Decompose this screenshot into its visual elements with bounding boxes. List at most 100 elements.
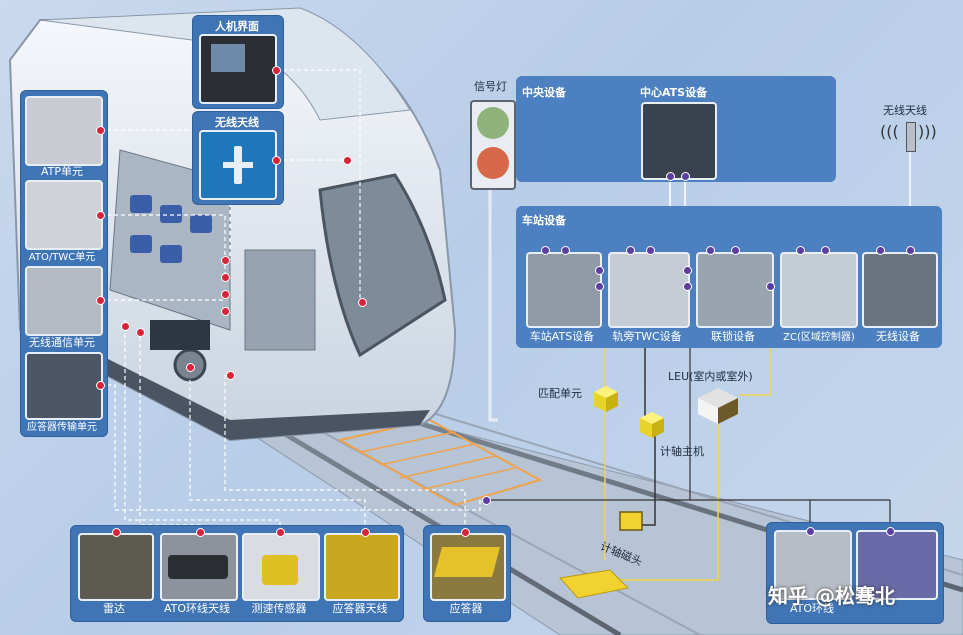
central-ats-port-2 [681, 172, 690, 181]
transponder-dot [461, 528, 470, 537]
central-ats-image [641, 102, 717, 180]
trackside-twc-image [608, 252, 690, 328]
interlocking-label: 联锁设备 [711, 330, 755, 343]
matching-unit-cube [594, 386, 618, 412]
radio-equipment-label: 无线设备 [876, 330, 920, 343]
radar-image [78, 533, 154, 601]
station-port-10 [906, 246, 915, 255]
station-equipment-label: 车站设备 [522, 214, 566, 227]
antenna-connector-dot [272, 156, 281, 165]
wayside-antenna-label: 无线天线 [883, 104, 927, 117]
transponder-antenna-dot [361, 528, 370, 537]
ato-loop-antenna-device [168, 555, 228, 579]
train-side-dot-4 [221, 307, 230, 316]
interlock-side-port [766, 282, 775, 291]
train-side-dot-1 [221, 256, 230, 265]
station-port-7 [796, 246, 805, 255]
transponder-tx-unit-image [25, 352, 103, 420]
watermark: 知乎 @松骞北 [768, 584, 895, 608]
twc-side-port-2 [595, 282, 604, 291]
hmi-screen [211, 44, 245, 72]
track-port-1 [482, 496, 491, 505]
hmi-connector-dot [272, 66, 281, 75]
transponder-label: 应答器 [449, 602, 483, 615]
ato-twc-unit-image [25, 180, 103, 250]
transponder-device [433, 547, 501, 577]
station-port-6 [731, 246, 740, 255]
central-ats-port-1 [666, 172, 675, 181]
ato-loop-label: ATO环线 [789, 602, 835, 615]
hmi-label: 人机界面 [215, 20, 259, 33]
ato-twc-unit-label: ATO/TWC单元 [28, 252, 96, 263]
ato-loop-image [774, 530, 852, 600]
twc-side-port-3 [683, 266, 692, 275]
speed-sensor-panel-dot [276, 528, 285, 537]
matching-unit-label: 匹配单元 [538, 387, 582, 400]
train-side-dot-3 [221, 290, 230, 299]
transponder-on-track [559, 569, 630, 599]
signal-light-label: 信号灯 [474, 80, 507, 93]
station-port-5 [706, 246, 715, 255]
speed-sensor-label: 测速传感器 [251, 602, 307, 615]
trackside-cables [485, 190, 891, 581]
transponder-image [430, 533, 506, 601]
atp-unit-image [25, 96, 103, 166]
radio-comm-unit-label: 无线通信单元 [29, 336, 95, 349]
bogie-dot-1 [121, 322, 130, 331]
zc-image [780, 252, 858, 328]
radar-label: 雷达 [103, 602, 125, 615]
central-ats-label: 中心ATS设备 [640, 86, 708, 99]
station-port-4 [646, 246, 655, 255]
station-port-3 [626, 246, 635, 255]
cab-dot [358, 298, 367, 307]
radar-dot [112, 528, 121, 537]
ato-loop-port-2 [886, 527, 895, 536]
antenna-bar [223, 162, 253, 168]
interlocking-image [696, 252, 774, 328]
axle-counter-host-label: 计轴主机 [660, 445, 704, 458]
trackside-twc-label: 轨旁TWC设备 [612, 330, 682, 343]
ato-loop-dot [196, 528, 205, 537]
station-ats-image [526, 252, 602, 328]
central-equipment-label: 中央设备 [522, 86, 566, 99]
ato-connector-dot [96, 211, 105, 220]
atp-unit-label: ATP单元 [40, 165, 84, 178]
axle-counter-host-cube [640, 412, 664, 438]
twc-side-port-4 [683, 282, 692, 291]
radio-connector-dot [96, 296, 105, 305]
train-side-dot-2 [221, 273, 230, 282]
wayside-antenna-icon [906, 122, 916, 152]
train-antenna-roof-dot [343, 156, 352, 165]
radio-equipment-image [862, 252, 938, 328]
axle-counter-head-box [619, 511, 643, 531]
signal-waves-right-icon: ))) [918, 122, 937, 141]
transponder-tx-unit-label: 应答器传输单元 [27, 422, 97, 433]
zc-label: ZC(区域控制器) [783, 332, 855, 343]
signal-green-lamp [477, 107, 509, 139]
train-antenna-image [199, 130, 277, 200]
ato-loop-antenna-label: ATO环线天线 [163, 602, 231, 615]
speed-sensor-dot [186, 363, 195, 372]
station-port-9 [876, 246, 885, 255]
speed-sensor-image [242, 533, 320, 601]
atp-connector-dot [96, 126, 105, 135]
speed-sensor-device [262, 555, 298, 585]
bogie-dot-2 [136, 328, 145, 337]
under-train-dot [226, 371, 235, 380]
train-antenna-label: 无线天线 [215, 116, 259, 129]
station-port-2 [561, 246, 570, 255]
hmi-image [199, 34, 277, 104]
leu-cube [698, 388, 738, 424]
station-port-1 [541, 246, 550, 255]
ato-loop-port-1 [806, 527, 815, 536]
leu-label: LEU(室内或室外) [668, 370, 753, 383]
transponder-antenna-label: 应答器天线 [332, 602, 388, 615]
signal-red-lamp [477, 147, 509, 179]
ato-loop-antenna-image [160, 533, 238, 601]
signal-light [470, 100, 516, 190]
transponder-tx-connector-dot [96, 381, 105, 390]
ato-loop-equipment-image [856, 530, 938, 600]
signal-waves-left-icon: ((( [880, 122, 899, 141]
station-ats-label: 车站ATS设备 [529, 330, 595, 343]
